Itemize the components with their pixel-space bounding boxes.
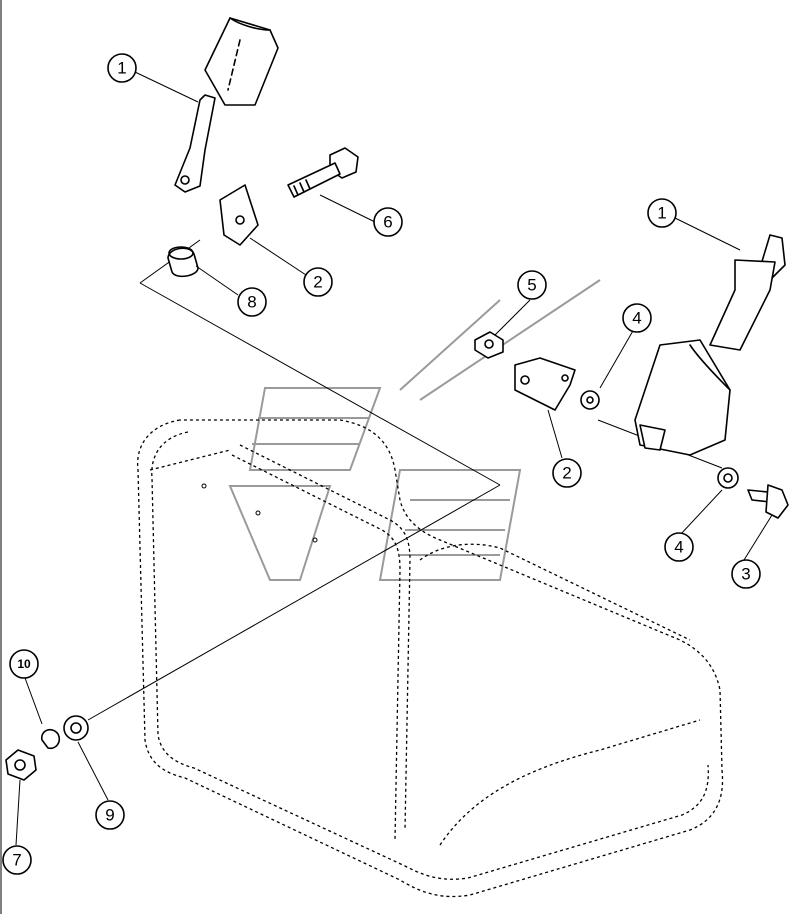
washer-part-4-upper: [580, 390, 600, 410]
callout-2-lower: 2: [552, 458, 582, 488]
callout-7: 7: [2, 845, 32, 875]
callout-4-upper: 4: [622, 303, 652, 333]
svg-text:3: 3: [741, 565, 750, 584]
svg-text:7: 7: [12, 851, 21, 870]
bolt-part-6: [287, 147, 359, 198]
svg-text:5: 5: [527, 276, 536, 295]
callout-2-upper: 2: [303, 267, 333, 297]
svg-text:1: 1: [657, 204, 666, 223]
callout-1-top-left: 1: [107, 53, 137, 83]
svg-text:6: 6: [383, 213, 392, 232]
lock-washer-part-10: [41, 728, 61, 750]
callout-9: 9: [95, 800, 125, 830]
washer-part-4-lower: [717, 467, 739, 489]
svg-text:9: 9: [105, 806, 114, 825]
svg-text:10: 10: [17, 657, 31, 671]
svg-text:2: 2: [313, 273, 322, 292]
seat-belt-buckle-left: [174, 17, 279, 193]
bolt-part-3: [747, 484, 789, 519]
callout-3: 3: [731, 559, 761, 589]
callout-10: 10: [9, 649, 39, 679]
assembly-lines: [87, 239, 723, 721]
svg-text:4: 4: [674, 538, 683, 557]
callout-leaders: [15, 71, 773, 846]
bracket-part-2-upper: [219, 184, 259, 246]
svg-text:1: 1: [117, 59, 126, 78]
nut-part-7: [5, 749, 37, 781]
nut-part-5: [474, 331, 504, 359]
seat-outline: [137, 419, 724, 898]
spacer-part-8: [167, 246, 199, 278]
callout-4-lower: 4: [664, 532, 694, 562]
svg-text:2: 2: [562, 464, 571, 483]
seat-belt-retractor-right: [634, 234, 786, 456]
washer-part-9: [63, 715, 89, 741]
svg-text:8: 8: [247, 293, 256, 312]
svg-text:4: 4: [632, 309, 641, 328]
callout-8: 8: [237, 287, 267, 317]
callout-1-right: 1: [647, 198, 677, 228]
callout-5: 5: [517, 270, 547, 300]
bracket-part-2-lower: [514, 357, 576, 411]
watermark-logo: [228, 279, 601, 581]
callout-6: 6: [373, 207, 403, 237]
